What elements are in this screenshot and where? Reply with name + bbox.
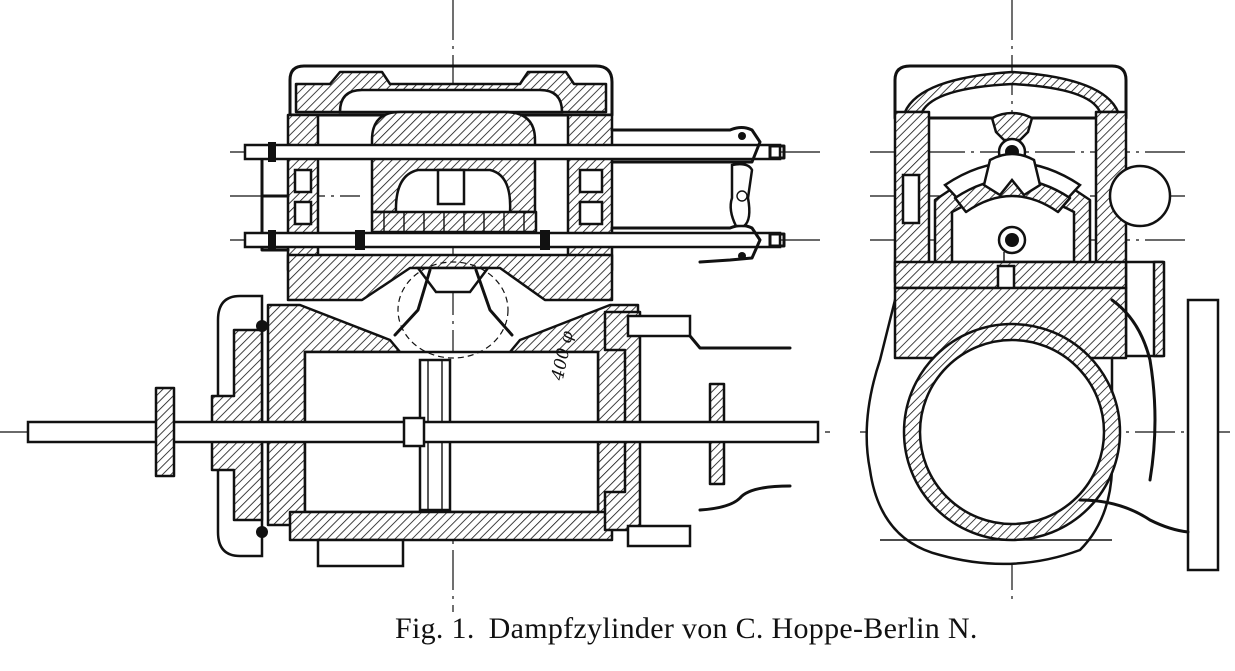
valve-chest-inner-arch [338, 88, 564, 114]
rear-gland [603, 310, 642, 532]
valve-hub [990, 111, 1034, 142]
inlet-funnel-left [393, 268, 432, 337]
rocker-center [736, 190, 748, 202]
figure-number: Fig. 1. [395, 612, 475, 645]
stem-nut-2 [540, 230, 550, 250]
steam-inlet-throat [415, 266, 491, 294]
exhaust-flange-plate [1152, 260, 1166, 358]
rocker-pin-bottom [738, 252, 746, 260]
figure-caption: Fig. 1. Dampfzylinder von C. Hoppe-Berlin… [395, 612, 992, 646]
valve-center-port [436, 168, 466, 206]
inlet-funnel-right [474, 268, 514, 337]
stem-nut-1 [355, 230, 365, 250]
stem-end-upper [768, 144, 786, 160]
rod-coupling [402, 416, 426, 448]
rocker-lever [729, 162, 754, 228]
cross-top-casing [893, 64, 1128, 120]
gland-bolt-top [256, 320, 268, 332]
left-port-2 [293, 200, 313, 226]
cylinder-bore-section [918, 338, 1106, 526]
figure-title: Dampfzylinder von C. Hoppe-Berlin N. [488, 612, 978, 645]
rear-gland-flange-bottom [626, 524, 692, 548]
lower-spindle-core [1005, 233, 1019, 247]
stem-end-lower [768, 232, 786, 248]
rear-support-outline [698, 484, 792, 512]
rocker-pin-top [738, 132, 746, 140]
upper-valve-stem [243, 143, 782, 161]
stem-nut-3 [268, 142, 276, 162]
valve-link-upper [610, 126, 762, 164]
cylinder-top-wall [286, 253, 614, 302]
valve-travel-circle [397, 261, 509, 359]
eccentric-disk [1108, 164, 1172, 228]
cylinder-bottom-wall [288, 510, 614, 542]
foundation-foot [1078, 498, 1190, 534]
stem-nut-4 [268, 230, 276, 250]
cross-section-view [860, 0, 1235, 600]
swing-arm [982, 152, 1042, 197]
bottom-port [316, 538, 405, 568]
rear-cover-outline [688, 334, 792, 350]
left-port-1 [293, 168, 313, 194]
rear-gland-flange-top [626, 314, 692, 338]
gland-bolt-bottom [256, 526, 268, 538]
outlet-flange-plate [1186, 298, 1220, 572]
right-port-2 [578, 200, 604, 226]
cross-left-port [901, 173, 921, 225]
lower-valve-stem [243, 231, 782, 249]
crosshead-collar-left [154, 386, 176, 478]
exhaust-passage [1110, 298, 1157, 482]
valve-chest-casing [288, 64, 614, 117]
longitudinal-section-view [0, 0, 830, 612]
rack-teeth [383, 212, 525, 232]
right-port-1 [578, 168, 604, 194]
valve-rack [370, 210, 538, 234]
